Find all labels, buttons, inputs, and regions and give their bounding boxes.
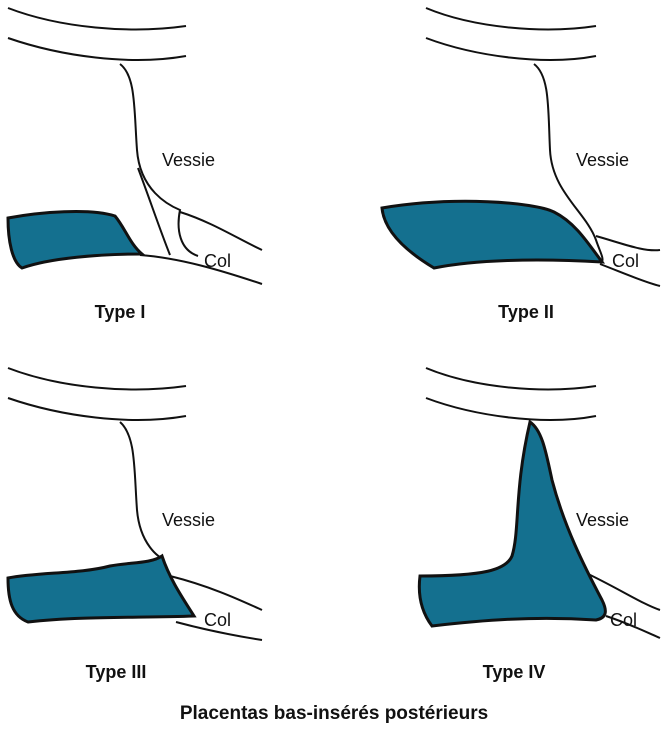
figure-title: Placentas bas-insérés postérieurs	[0, 703, 668, 725]
cervix-upper-line	[596, 236, 660, 250]
diagram-type-2: Vessie Col	[334, 0, 668, 340]
panel-type-4: Vessie Col Type IV	[334, 360, 668, 700]
cervix-label: Col	[612, 251, 639, 271]
type-label: Type I	[60, 302, 180, 323]
cervix-lower-line	[140, 255, 262, 284]
cervix-label: Col	[204, 610, 231, 630]
abdominal-wall-outer	[8, 368, 186, 389]
panel-type-3: Vessie Col Type III	[0, 360, 334, 700]
uterine-wall-line	[138, 168, 170, 255]
cervix-upper-line	[180, 212, 262, 250]
bladder-label: Vessie	[576, 150, 629, 170]
abdominal-wall-outer	[426, 8, 596, 29]
type-label: Type II	[466, 302, 586, 323]
type-label: Type IV	[454, 662, 574, 683]
placenta	[8, 212, 142, 268]
placenta	[8, 556, 194, 622]
placenta	[382, 201, 602, 268]
panel-type-1: Vessie Col Type I	[0, 0, 334, 340]
abdominal-wall-outer	[8, 8, 186, 29]
diagram-type-1: Vessie Col	[0, 0, 334, 340]
cervix-label: Col	[610, 610, 637, 630]
abdominal-wall-inner	[426, 398, 596, 420]
panel-type-2: Vessie Col Type II	[334, 0, 668, 340]
diagram-type-3: Vessie Col	[0, 360, 334, 700]
bladder-wall	[120, 422, 162, 558]
bladder-label: Vessie	[162, 150, 215, 170]
abdominal-wall-inner	[8, 38, 186, 60]
abdominal-wall-inner	[426, 38, 596, 60]
cervix-label: Col	[204, 251, 231, 271]
diagram-type-4: Vessie Col	[334, 360, 668, 700]
abdominal-wall-inner	[8, 398, 186, 420]
abdominal-wall-outer	[426, 368, 596, 389]
type-label: Type III	[56, 662, 176, 683]
bladder-label: Vessie	[576, 510, 629, 530]
bladder-label: Vessie	[162, 510, 215, 530]
